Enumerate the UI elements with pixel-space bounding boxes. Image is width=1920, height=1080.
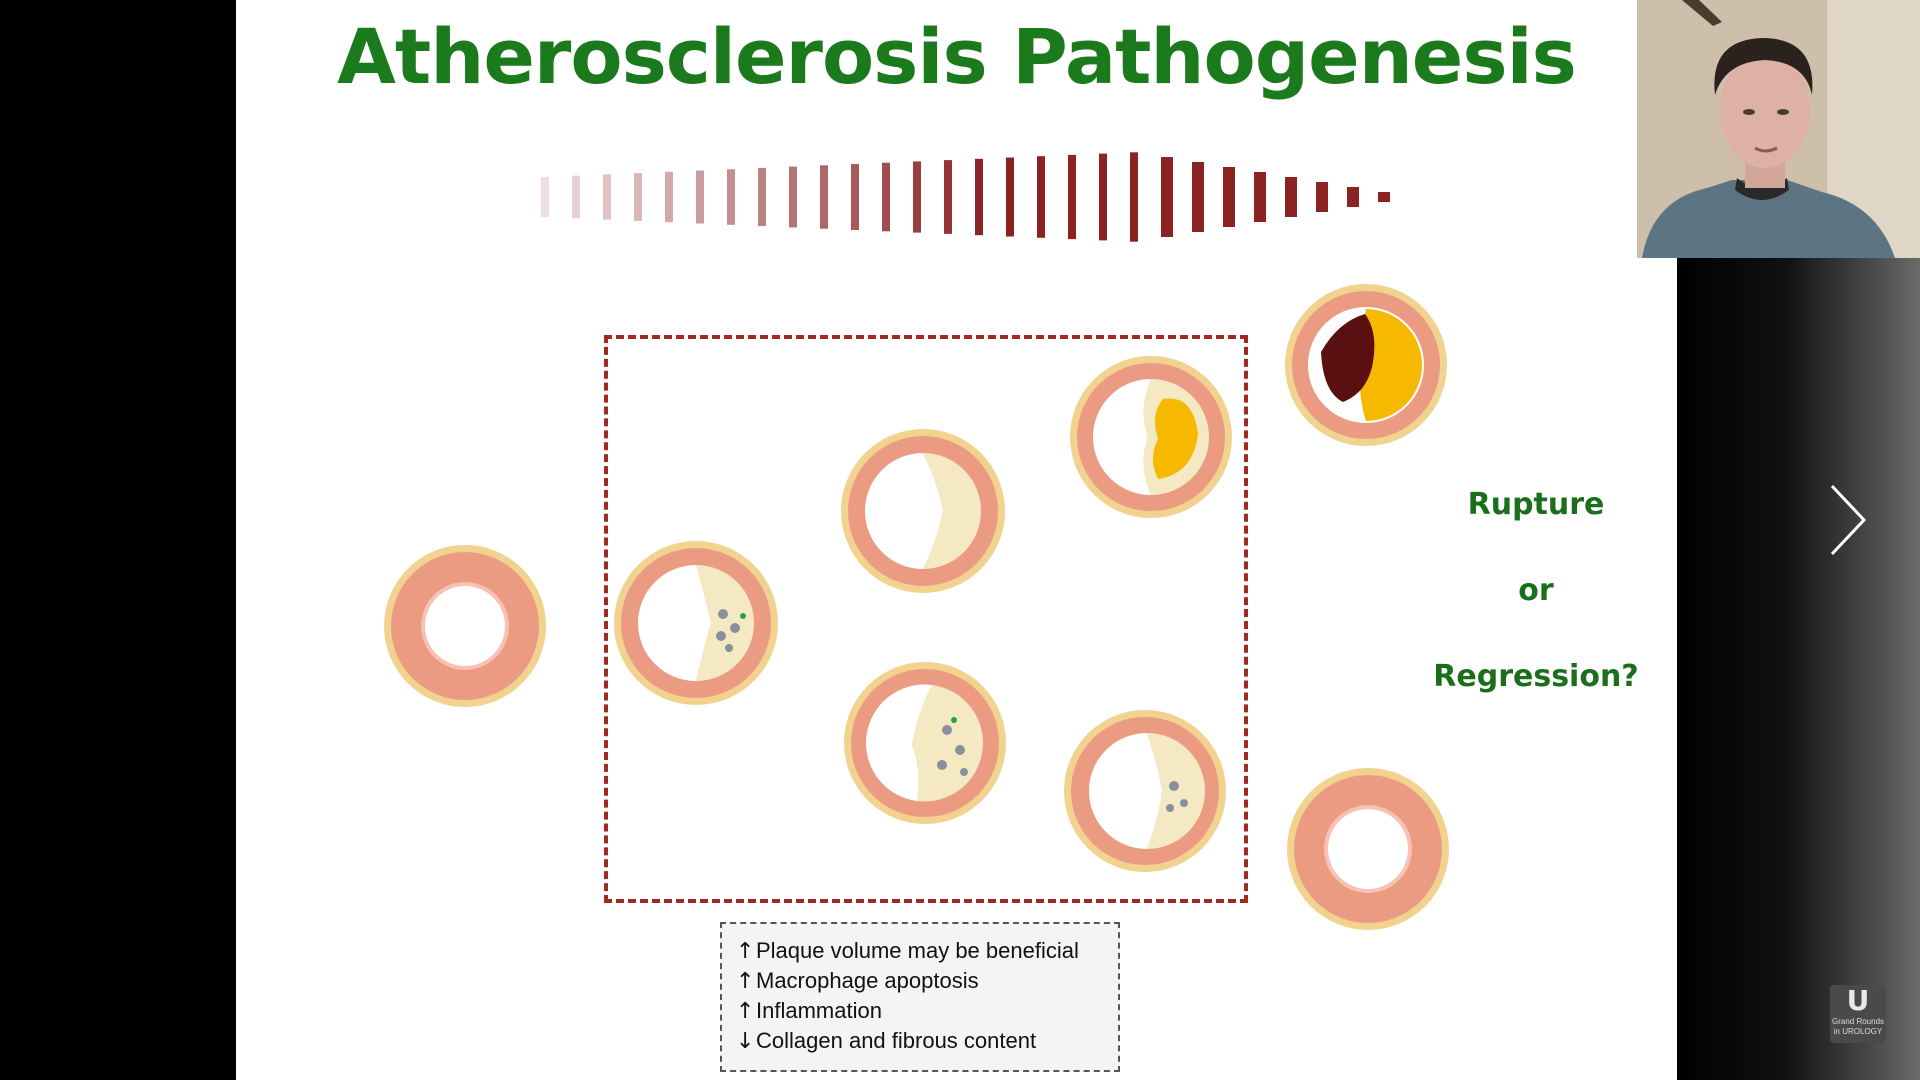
taper-bar (1006, 157, 1014, 237)
presentation-slide: Atherosclerosis Pathogenesis (236, 0, 1677, 1080)
taper-bar (758, 167, 766, 227)
note-row: ↑Plaque volume may be beneficial (736, 936, 1118, 966)
slide-title: Atherosclerosis Pathogenesis (337, 12, 1577, 101)
taper-bar (1316, 182, 1328, 212)
logo-letter: U (1846, 984, 1870, 1017)
ruptured-plaque-vessel (1285, 284, 1447, 446)
fatty-streak-vessel (614, 541, 778, 705)
lipid-plaque-vessel (841, 429, 1005, 593)
note-text: Inflammation (756, 998, 882, 1023)
down-arrow-icon: ↓ (736, 1029, 755, 1054)
outcome-regression: Regression? (1433, 659, 1639, 694)
taper-bar (882, 162, 890, 232)
taper-bar (665, 171, 673, 223)
chevron-right-icon[interactable] (1820, 480, 1880, 560)
outcome-rupture: Rupture (1467, 487, 1605, 522)
note-row: ↑Macrophage apoptosis (736, 966, 1118, 996)
taper-bar (944, 160, 952, 234)
taper-bar (851, 164, 859, 230)
taper-bar (1285, 177, 1297, 217)
taper-bar (1347, 187, 1359, 207)
sidebar-shadow (1677, 258, 1920, 1080)
taper-bar (1099, 153, 1107, 241)
presenter-webcam (1637, 0, 1920, 258)
taper-bar (1130, 152, 1138, 242)
taper-bar (975, 158, 983, 236)
necrotic-core-vessel (1070, 356, 1232, 518)
taper-bar (1068, 154, 1076, 240)
note-text: Plaque volume may be beneficial (756, 938, 1079, 963)
taper-bar (1192, 162, 1204, 232)
logo-line2: in UROLOGY (1833, 1027, 1883, 1036)
grand-rounds-urology-logo: U Grand Rounds in UROLOGY (1830, 985, 1886, 1043)
note-text: Collagen and fibrous content (756, 1028, 1037, 1053)
foam-cell-plaque-vessel (844, 662, 1006, 824)
taper-bar (913, 161, 921, 233)
taper-bar (789, 166, 797, 228)
early-lesion-vessel (1064, 710, 1226, 872)
progression-dashed-box (604, 335, 1248, 903)
note-row: ↑Inflammation (736, 996, 1118, 1026)
healthy-vessel (384, 545, 546, 707)
taper-bar (572, 175, 580, 219)
taper-progression-graphic (541, 152, 1390, 242)
taper-bar (696, 170, 704, 224)
taper-bar (541, 177, 549, 217)
taper-bar (1037, 156, 1045, 238)
note-row: ↓Collagen and fibrous content (736, 1026, 1118, 1056)
taper-bar (1223, 167, 1235, 227)
outcome-or: or (1518, 573, 1554, 608)
taper-bar (1161, 157, 1173, 237)
taper-bar (603, 174, 611, 220)
up-arrow-icon: ↑ (736, 939, 755, 964)
taper-bar (727, 169, 735, 225)
up-arrow-icon: ↑ (736, 969, 755, 994)
taper-bar (820, 165, 828, 229)
taper-bar (634, 173, 642, 221)
presenter-video-frame (1637, 0, 1920, 258)
regressed-vessel (1287, 768, 1449, 930)
taper-bar (1378, 192, 1390, 202)
notes-box: ↑Plaque volume may be beneficial ↑Macrop… (720, 922, 1120, 1072)
up-arrow-icon: ↑ (736, 999, 755, 1024)
note-text: Macrophage apoptosis (756, 968, 979, 993)
logo-line1: Grand Rounds (1831, 1017, 1885, 1026)
taper-bar (1254, 172, 1266, 222)
